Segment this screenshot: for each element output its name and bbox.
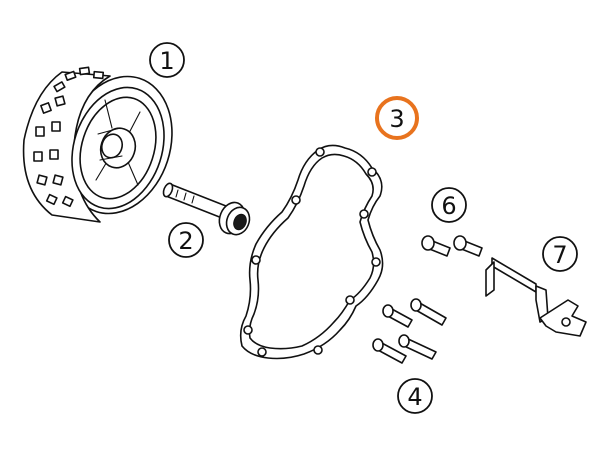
part-6-short-bolts	[421, 235, 483, 257]
part-2-bolt	[162, 182, 251, 236]
callout-1-label: 1	[159, 47, 174, 75]
callout-2: 2	[168, 222, 204, 258]
callout-3: 3	[375, 96, 419, 140]
callout-6: 6	[431, 187, 467, 223]
callout-4-circle	[397, 378, 433, 414]
callout-2-label: 2	[178, 227, 193, 255]
callout-7: 7	[542, 236, 578, 272]
callout-4: 4	[397, 378, 433, 414]
bolt-6a	[421, 235, 451, 257]
callout-6-label: 6	[441, 192, 456, 220]
callout-1: 1	[149, 42, 185, 78]
part-4-screws	[372, 298, 447, 364]
screw-4a	[382, 304, 413, 328]
callout-2-circle	[168, 222, 204, 258]
callout-6-circle	[431, 187, 467, 223]
callout-1-circle	[149, 42, 185, 78]
callout-4-label: 4	[407, 383, 422, 411]
callout-3-label: 3	[389, 105, 404, 133]
callout-7-circle	[542, 236, 578, 272]
callout-3-circle	[375, 96, 419, 140]
part-7-bracket	[485, 257, 587, 337]
screw-4c	[372, 338, 407, 364]
screw-4b	[410, 298, 447, 326]
part-3-cover-gasket	[239, 144, 384, 360]
callout-7-label: 7	[552, 241, 567, 269]
bolt-6b	[453, 235, 483, 257]
screw-4d	[398, 334, 437, 360]
part-1-flywheel-rotor	[22, 66, 173, 223]
